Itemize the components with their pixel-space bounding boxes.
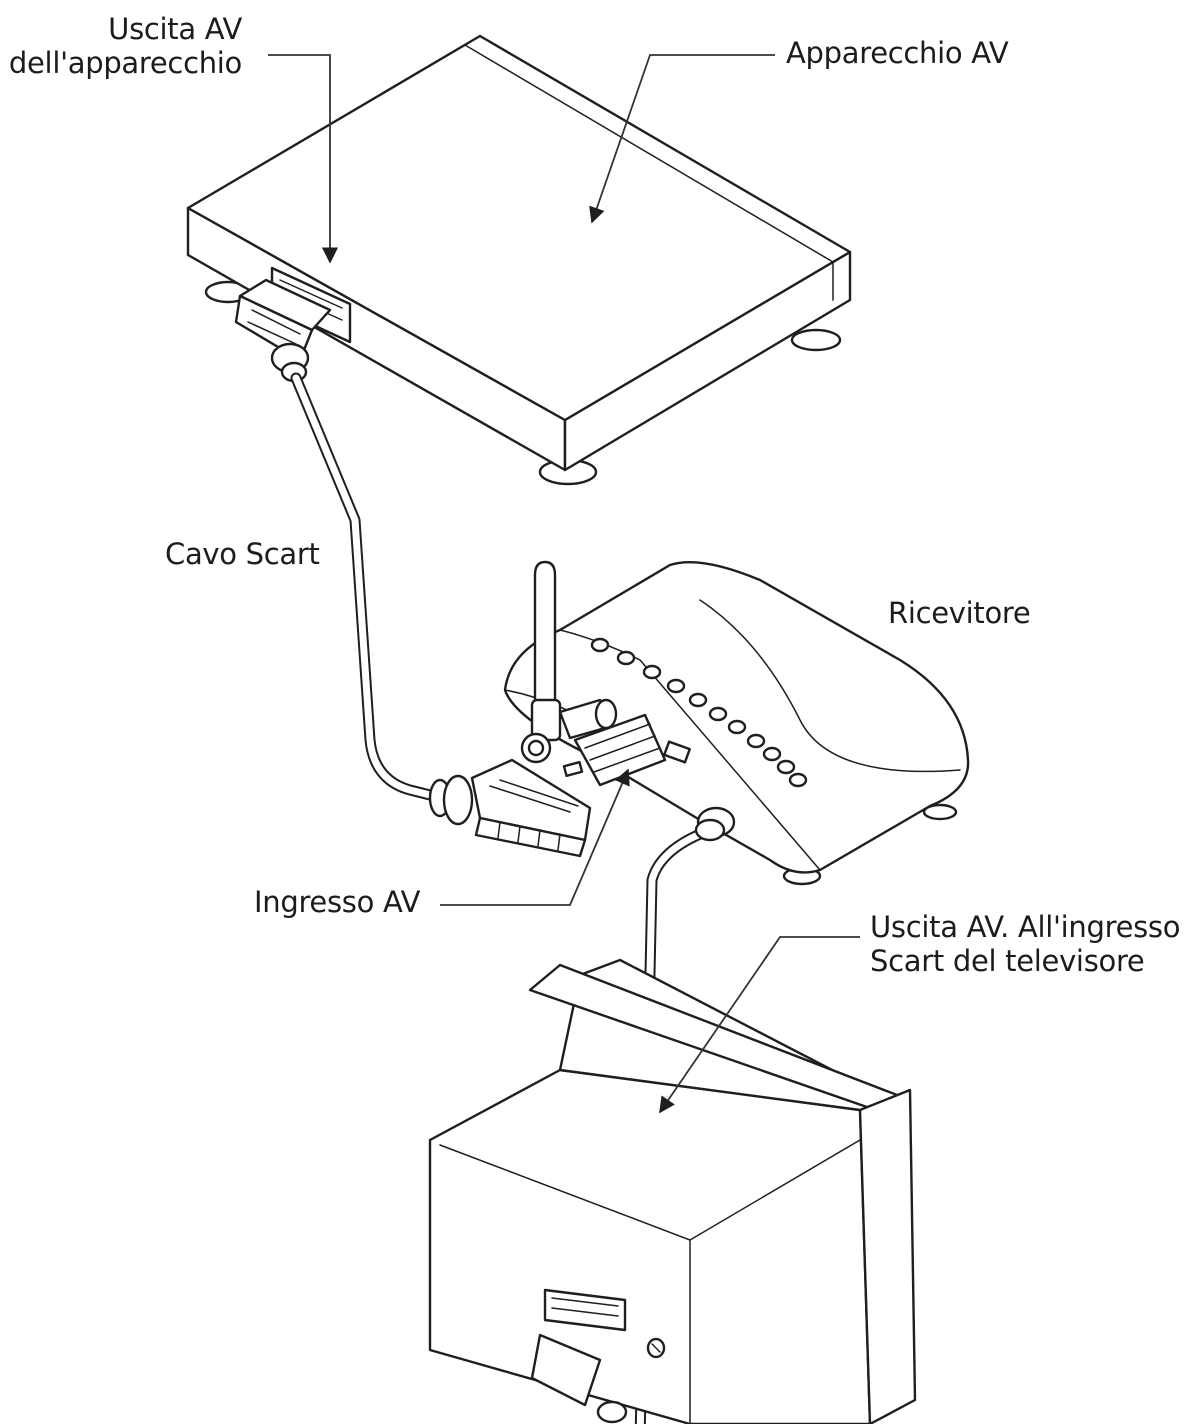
label-device-output-line1: Uscita AV xyxy=(108,12,242,46)
label-av-output: Uscita AV. All'ingresso Scart del televi… xyxy=(870,910,1180,978)
leader-device xyxy=(589,54,775,224)
label-av-output-line2: Scart del televisore xyxy=(870,944,1145,978)
receiver xyxy=(503,560,970,886)
label-av-input: Ingresso AV xyxy=(254,885,421,919)
leaders xyxy=(268,54,860,1114)
leader-device-output xyxy=(268,54,339,264)
label-av-output-line1: Uscita AV. All'ingresso xyxy=(870,910,1181,944)
scart-cable-1 xyxy=(290,372,456,806)
leader-av-input xyxy=(440,768,630,906)
receiver-scart-input xyxy=(573,713,667,787)
tv-back-housing xyxy=(428,1068,872,1424)
antenna xyxy=(520,560,618,764)
device-scart-plug xyxy=(234,278,332,383)
leader-av-output xyxy=(659,936,860,1114)
tv-scart-plug xyxy=(530,1333,602,1407)
television xyxy=(428,958,917,1424)
label-receiver: Ricevitore xyxy=(888,596,1031,630)
receiver-foot xyxy=(922,803,958,821)
device-top-face xyxy=(186,34,852,422)
device-top-step xyxy=(464,44,834,263)
receiver-scart-plug xyxy=(428,758,592,858)
receiver-buttons xyxy=(590,637,808,788)
label-device: Apparecchio AV xyxy=(786,36,1009,70)
scart-cable-2 xyxy=(634,806,736,1424)
label-device-output: Uscita AV dell'apparecchio xyxy=(0,12,242,80)
label-scart-cable: Cavo Scart xyxy=(165,537,320,571)
device-foot xyxy=(790,328,842,352)
label-device-output-line2: dell'apparecchio xyxy=(8,46,242,80)
av-device xyxy=(186,34,852,486)
tv-side xyxy=(858,1088,917,1424)
